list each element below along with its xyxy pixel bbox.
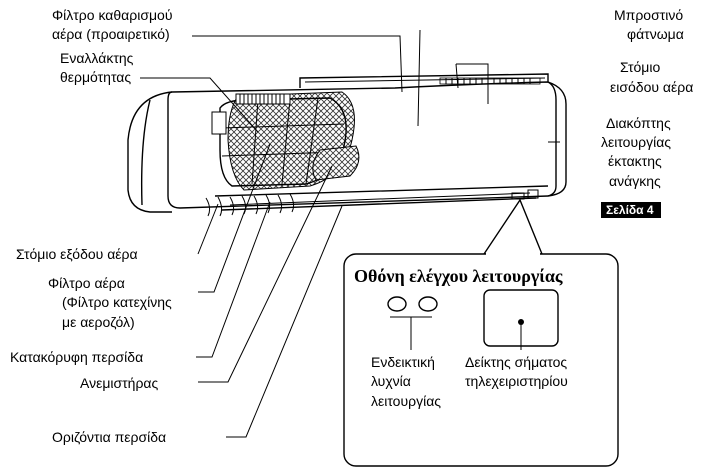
label-front-panel-1: Μπροστινό (614, 7, 683, 23)
leader-fan (198, 165, 333, 383)
label-heat-exchanger-2: θερμότητας (60, 69, 131, 85)
label-emergency-switch-2: λειτουργίας (601, 134, 671, 150)
label-horizontal-louver: Οριζόντια περσίδα (52, 429, 166, 445)
leader-lines (140, 29, 560, 438)
callout-pointer (482, 198, 544, 255)
label-air-cleaning-filter-2: αέρα (προαιρετικό) (52, 26, 170, 42)
operation-lamp-led-2 (418, 296, 438, 312)
leader-operation-lamp (390, 316, 432, 350)
display-panel-title: Οθόνη ελέγχου λειτουργίας (354, 266, 563, 286)
emergency-switch-button (527, 189, 539, 199)
label-fan: Ανεμιστήρας (80, 375, 159, 391)
label-front-panel-2: φάτνωμα (627, 26, 684, 42)
leader-vertical-louver (196, 201, 271, 358)
page-ref-badge (601, 202, 661, 218)
label-operation-lamp-2: λυχνία (371, 373, 411, 389)
label-air-filter-2: (Φίλτρο κατεχίνης (62, 294, 172, 310)
label-air-inlet-2: εισόδου αέρα (610, 79, 693, 95)
label-air-filter-1: Φίλτρο αέρα (48, 275, 125, 291)
page-ref-text[interactable]: Σελίδα 4 (606, 203, 654, 217)
air-outlet-channel (214, 185, 549, 211)
top-inlet-grille (439, 77, 541, 85)
leader-heat-exchanger (140, 77, 259, 133)
label-emergency-switch-1: Διακόπτης (606, 115, 671, 131)
label-air-filter-3: με αεροζόλ) (62, 314, 135, 330)
leader-air-filter (198, 143, 271, 293)
display-window (511, 192, 525, 200)
leader-front-panel (417, 29, 421, 127)
unit-right-side (547, 81, 567, 197)
label-remote-signal-1: Δείκτης σήματος (465, 354, 567, 370)
indoor-unit (127, 73, 567, 217)
label-operation-lamp-3: λειτουργίας (371, 393, 441, 409)
unit-back-ridge (140, 99, 151, 206)
label-air-cleaning-filter-1: Φίλτρο καθαρισμού (52, 7, 172, 23)
label-emergency-switch-4: ανάγκης (609, 173, 661, 189)
leader-air-outlet (197, 203, 219, 255)
leader-air-cleaning-filter (192, 35, 403, 93)
unit-top-edge (299, 73, 549, 88)
operation-display-callout (343, 198, 619, 467)
filter-tab (211, 111, 227, 135)
operation-lamp-led-1 (387, 296, 407, 312)
fan-cylinder (312, 145, 360, 181)
label-emergency-switch-3: έκτακτης (608, 153, 662, 169)
unit-front-panel-outline (167, 81, 557, 209)
unit-back-housing (127, 91, 173, 213)
air-cleaning-filter (235, 93, 291, 105)
label-remote-signal-2: τηλεχειριστηρίου (465, 373, 568, 389)
horizontal-louver-edge (229, 192, 531, 206)
label-air-inlet-1: Στόμιο (620, 59, 660, 75)
label-air-outlet: Στόμιο εξόδου αέρα (16, 246, 138, 262)
label-vertical-louver: Κατακόρυφη περσίδα (10, 349, 143, 365)
label-heat-exchanger-1: Εναλλάκτης (60, 50, 134, 66)
unit-top-inner-edge (304, 77, 546, 83)
internal-parts (211, 91, 360, 191)
label-operation-lamp-1: Ενδεικτική (371, 354, 435, 370)
leader-horizontal-louver (226, 205, 343, 438)
leader-air-inlet (455, 63, 489, 104)
